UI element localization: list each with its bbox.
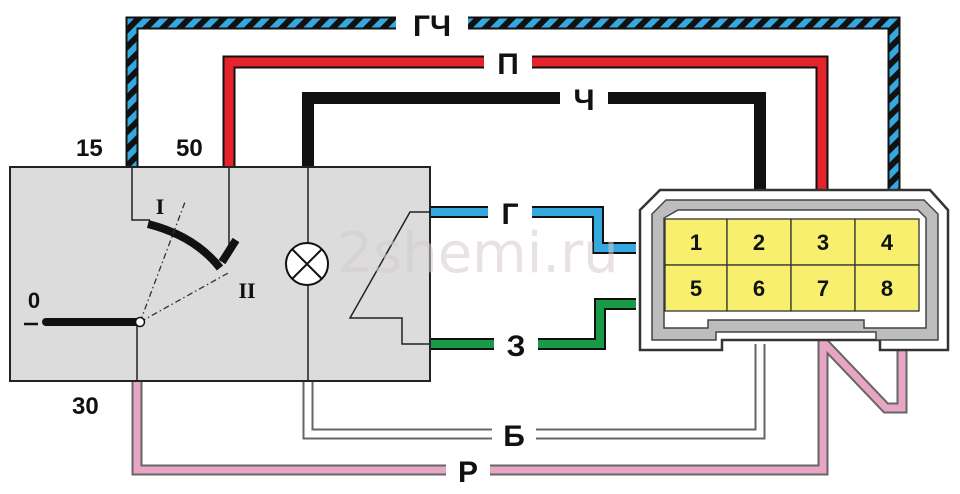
label-terminal-50: 50: [176, 135, 203, 162]
pin-number: 4: [881, 230, 894, 255]
connector: 1 2 3 4 5 6 7 8: [638, 188, 950, 352]
pivot-point: [134, 316, 146, 328]
pin-number: 5: [690, 276, 702, 301]
connector-pin: [854, 264, 920, 312]
label-position-II: II: [238, 278, 255, 303]
pin-number: 1: [690, 230, 702, 255]
label-terminal-15: 15: [76, 135, 103, 162]
lamp-icon: [285, 242, 329, 286]
watermark: 2shemi.ru: [337, 221, 618, 286]
contact-position-II: [218, 237, 240, 265]
label-wire-red: П: [497, 48, 519, 81]
label-wire-white: Б: [503, 420, 525, 453]
label-wire-green: З: [507, 330, 526, 363]
connector-pin: [664, 264, 728, 312]
label-terminal-30: 30: [72, 393, 99, 420]
label-wire-blue: Г: [501, 198, 518, 231]
pin-number: 8: [881, 276, 893, 301]
wire-pink: [131, 328, 908, 476]
label-position-I: I: [156, 194, 165, 219]
contact-position-I: [147, 220, 224, 271]
label-position-0: 0: [28, 288, 40, 313]
pin-number: 6: [753, 276, 765, 301]
pin-number: 2: [753, 230, 765, 255]
connector-pin: [726, 264, 792, 312]
ignition-switch: 0 I II: [9, 166, 431, 382]
label-wire-blue-black: ГЧ: [413, 10, 451, 43]
heater-element: [348, 211, 430, 345]
connector-pin: [790, 264, 856, 312]
wire-blue-black: [125, 16, 901, 200]
wire-black: [302, 92, 766, 200]
label-wire-black: Ч: [573, 84, 594, 117]
pin-number: 7: [817, 276, 829, 301]
pin-number: 3: [817, 230, 829, 255]
connector-pin: [854, 218, 920, 266]
connector-pin: [664, 218, 728, 266]
label-wire-pink: Р: [458, 456, 478, 489]
